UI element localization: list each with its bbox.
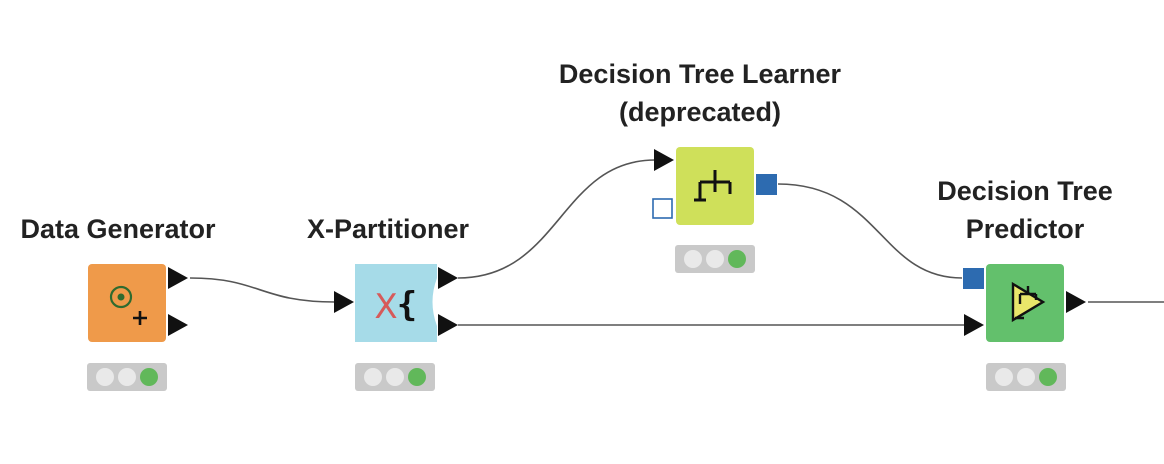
- predictor-data-input-port[interactable]: [964, 314, 984, 336]
- status-light-red: [364, 368, 382, 386]
- x-partitioner-output-port-2[interactable]: [438, 314, 458, 336]
- status-light-red: [96, 368, 114, 386]
- node-data-generator[interactable]: [88, 264, 166, 342]
- decision-tree-predictor-label-line2: Predictor: [965, 214, 1085, 244]
- status-light-green: [1039, 368, 1057, 386]
- status-light-red: [684, 250, 702, 268]
- tree-learner-icon: [694, 170, 732, 202]
- status-light-yellow: [386, 368, 404, 386]
- status-light-yellow: [706, 250, 724, 268]
- learner-model-output-port[interactable]: [756, 174, 777, 195]
- x-partitioner-input-port[interactable]: [334, 291, 354, 313]
- status-light-green: [728, 250, 746, 268]
- status-light-green: [408, 368, 426, 386]
- predictor-model-input-port[interactable]: [963, 268, 984, 289]
- svg-text:X: X: [374, 287, 397, 327]
- data-generator-output-port-2[interactable]: [168, 314, 188, 336]
- status-light-red: [995, 368, 1013, 386]
- data-generator-output-port-1[interactable]: [168, 267, 188, 289]
- decision-tree-learner-label-line2: (deprecated): [618, 97, 782, 127]
- decision-tree-predictor-label-line1: Decision Tree: [937, 176, 1113, 206]
- status-light-yellow: [118, 368, 136, 386]
- data-generator-label: Data Generator: [20, 214, 216, 244]
- decision-tree-predictor-status: [986, 363, 1066, 391]
- status-light-yellow: [1017, 368, 1035, 386]
- data-generator-icon: [109, 285, 147, 325]
- connection-generator-to-partitioner[interactable]: [189, 277, 336, 303]
- svg-text:{: {: [397, 285, 417, 325]
- connection-learner-to-predictor[interactable]: [777, 183, 963, 279]
- node-x-partitioner[interactable]: [355, 264, 437, 342]
- predictor-output-port[interactable]: [1066, 291, 1086, 313]
- learner-pmml-input-port[interactable]: [652, 198, 673, 219]
- x-partitioner-label: X-Partitioner: [306, 214, 470, 244]
- x-partitioner-status: [355, 363, 435, 391]
- x-loop-start-icon: X {: [374, 285, 417, 327]
- x-partitioner-output-port-1[interactable]: [438, 267, 458, 289]
- predictor-icon: [1011, 281, 1046, 323]
- decision-tree-learner-status: [675, 245, 755, 273]
- learner-input-port[interactable]: [654, 149, 674, 171]
- data-generator-status: [87, 363, 167, 391]
- status-light-green: [140, 368, 158, 386]
- connection-partitioner-to-learner[interactable]: [457, 159, 656, 279]
- decision-tree-learner-label-line1: Decision Tree Learner: [558, 59, 842, 89]
